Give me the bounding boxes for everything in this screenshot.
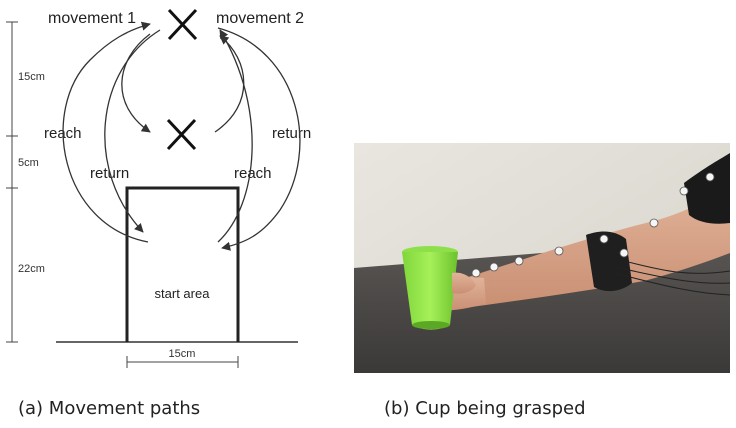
arrow-return-inner-left: [104, 29, 161, 233]
dim-width-15cm-label: 15cm: [169, 348, 196, 360]
arrow-to-near-left: [121, 33, 151, 133]
arrow-from-near-right: [214, 35, 245, 133]
far-target-cross: [167, 8, 198, 41]
arrow-reach-inner-right: [217, 29, 253, 243]
caption-movement-paths: (a) Movement paths: [18, 398, 201, 419]
cup-grasp-photo: [354, 143, 730, 373]
sensor-cables: [613, 260, 730, 296]
movement-2-label: movement 2: [216, 10, 304, 27]
return-outer-label: return: [272, 125, 311, 142]
vertical-dimension-line: [6, 21, 18, 343]
reach-inner-label: reach: [234, 165, 272, 182]
motion-markers: [459, 172, 715, 288]
dim-5cm-label: 5cm: [18, 157, 39, 169]
movement-1-label: movement 1: [48, 10, 136, 27]
dim-15cm-label: 15cm: [18, 71, 45, 83]
hand-fingers: [452, 272, 476, 294]
caption-cup-grasped: (b) Cup being grasped: [384, 398, 586, 419]
arrow-reach-outer-left: [62, 21, 151, 243]
horizontal-dimension-line: [126, 356, 239, 368]
movement-paths-diagram: 15cm 5cm 22cm start area 15cm movement 1…: [6, 8, 311, 368]
near-target-cross: [166, 118, 197, 151]
dim-22cm-label: 22cm: [18, 263, 45, 275]
upper-arm-sleeve: [684, 153, 730, 224]
elbow-strap: [586, 231, 632, 292]
start-area-box: [125, 186, 240, 342]
arrow-return-outer-right: [217, 27, 301, 251]
green-cup: [402, 246, 458, 330]
start-area-label: start area: [155, 286, 211, 301]
